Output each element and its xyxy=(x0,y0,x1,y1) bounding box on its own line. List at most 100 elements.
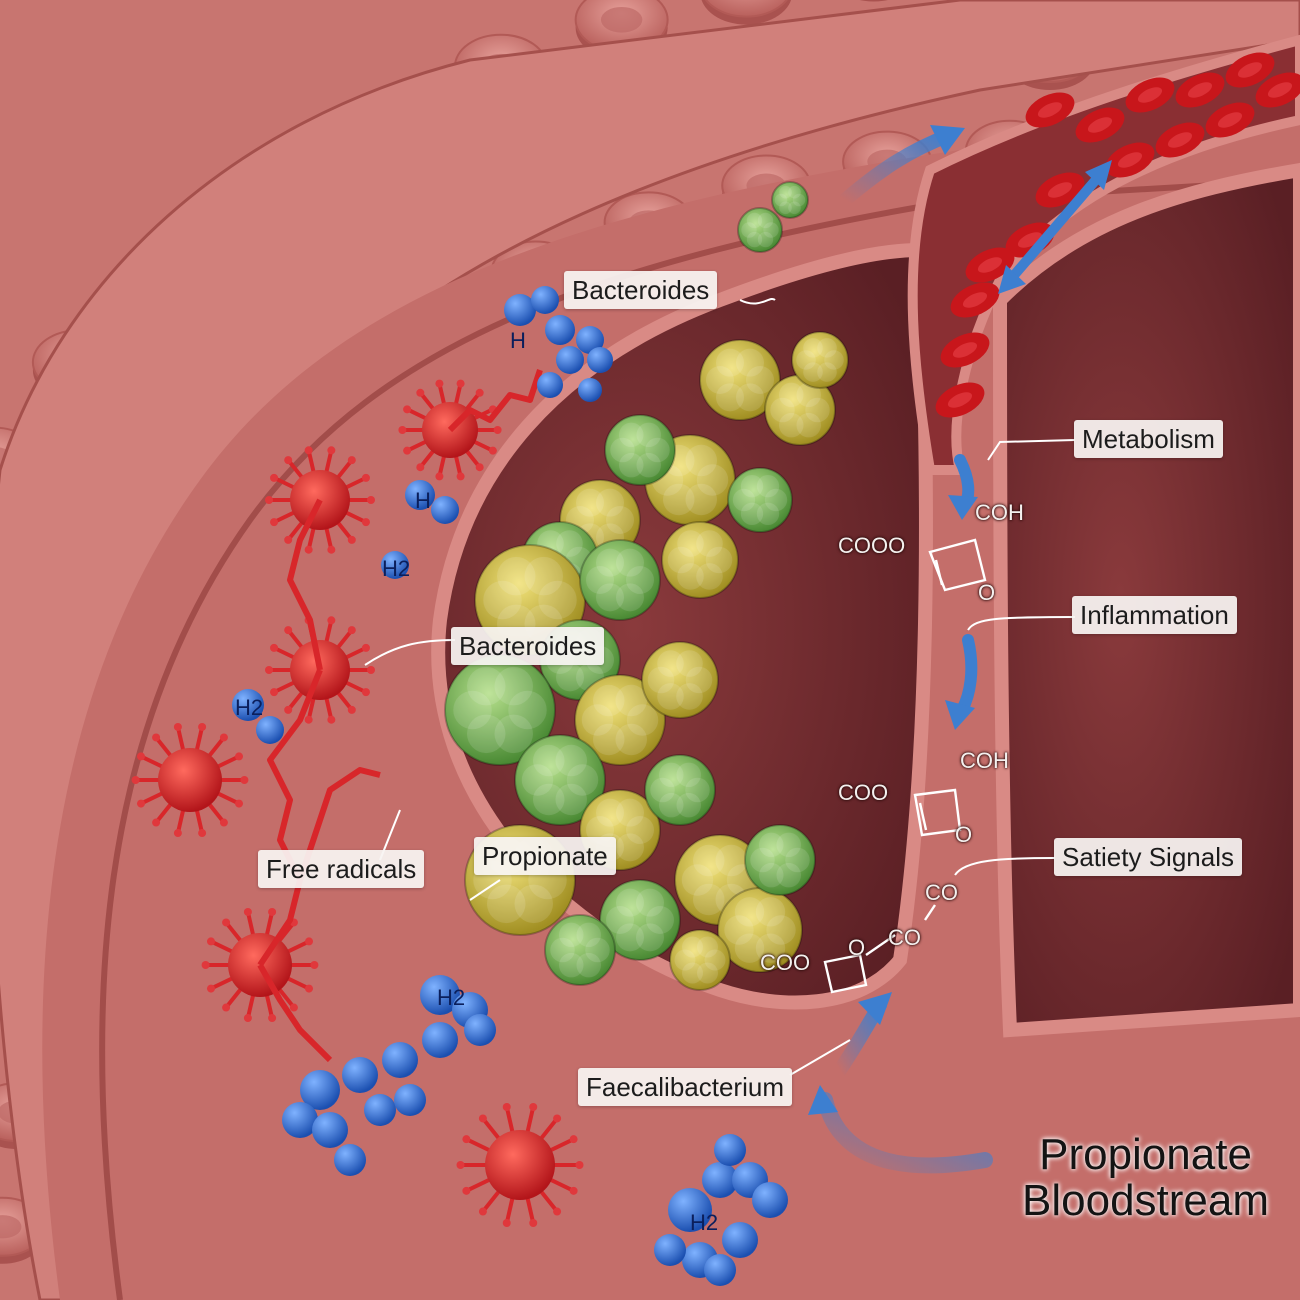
bacterium xyxy=(514,734,606,826)
hydrogen-atom xyxy=(312,1112,348,1148)
red-blood-cell xyxy=(935,382,985,418)
red-blood-cell xyxy=(940,332,990,368)
red-blood-cell xyxy=(1155,122,1205,158)
bacterium xyxy=(599,879,681,961)
red-blood-cell xyxy=(1205,102,1255,138)
ring-3 xyxy=(823,953,868,994)
chem-co-a: CO xyxy=(925,880,958,905)
bacterium xyxy=(771,181,809,219)
hydrogen-atom xyxy=(537,372,563,398)
hydrogen-atom xyxy=(704,1254,736,1286)
hydrogen-atom xyxy=(382,1042,418,1078)
red-blood-cell xyxy=(950,282,1000,318)
hydrogen-atom xyxy=(654,1234,686,1266)
title-line-1: Propionate xyxy=(1039,1130,1252,1179)
hydrogen-atom xyxy=(556,346,584,374)
label-faecalibacterium: Faecalibacterium xyxy=(578,1068,792,1106)
ring-1-double xyxy=(934,559,944,586)
chem-cooo-1: COOO xyxy=(838,533,906,558)
bacterium xyxy=(574,674,666,766)
chem-coo-3: COO xyxy=(760,950,811,975)
free-radicals xyxy=(131,369,584,1228)
hydrogen-atom xyxy=(256,716,284,744)
red-blood-cell xyxy=(1105,142,1155,178)
arrow-top-head xyxy=(930,125,965,155)
bacterium xyxy=(641,641,719,719)
leader-faecali xyxy=(789,1039,851,1076)
red-blood-cell xyxy=(1225,52,1275,88)
h2-tag-3: H2 xyxy=(382,556,411,581)
ring-2-double xyxy=(918,802,928,831)
leader-bacteroides-top xyxy=(739,297,776,305)
hydrogen-atom xyxy=(545,315,575,345)
hydrogen-atom xyxy=(364,1094,396,1126)
chem-coh-2: COH xyxy=(960,748,1009,773)
h2-tag-1: H xyxy=(510,328,526,353)
bacterium xyxy=(661,521,739,599)
bacterium xyxy=(699,339,781,421)
hydrogen-molecules xyxy=(232,286,788,1286)
bacterium xyxy=(604,414,676,486)
hydrogen-atom xyxy=(576,326,604,354)
arrow-vessel-head-b xyxy=(998,265,1026,294)
bacterium xyxy=(669,929,731,991)
bacterium xyxy=(791,331,849,389)
hydrogen-atom xyxy=(420,975,460,1015)
label-inflammation: Inflammation xyxy=(1072,596,1237,634)
arrow-inflam-head xyxy=(945,700,975,730)
arrow-vessel-head-a xyxy=(1085,160,1112,190)
hydrogen-atom xyxy=(668,1188,712,1232)
ring-2 xyxy=(913,788,962,837)
flow-arrows xyxy=(808,125,1112,1174)
label-metabolism: Metabolism xyxy=(1074,420,1223,458)
arrow-metab-head xyxy=(948,495,978,520)
radical-chain xyxy=(297,767,381,881)
red-blood-cell xyxy=(1075,107,1125,143)
bacterium xyxy=(717,887,803,973)
chem-co-b: CO xyxy=(888,925,921,950)
label-satiety-signals: Satiety Signals xyxy=(1054,838,1242,876)
arrow-curve-head xyxy=(808,1085,838,1115)
hydrogen-atom xyxy=(722,1222,758,1258)
radical-chain xyxy=(287,498,323,671)
bacterium xyxy=(544,914,616,986)
hydrogen-atom xyxy=(405,480,435,510)
red-blood-cell xyxy=(1035,172,1085,208)
free-radical xyxy=(131,722,249,838)
red-blood-cells xyxy=(935,52,1300,418)
bacterium xyxy=(737,207,783,253)
radical-chain xyxy=(257,668,323,967)
hydrogen-atom xyxy=(334,1144,366,1176)
epithelial-cell xyxy=(859,0,888,2)
radical-chain xyxy=(257,963,333,1063)
leader-propionate xyxy=(469,879,501,901)
hydrogen-atom xyxy=(531,286,559,314)
chem-o-1: O xyxy=(978,580,996,605)
label-bacteroides-top: Bacteroides xyxy=(564,271,718,309)
arrow-top xyxy=(838,128,957,207)
hydrogen-atom xyxy=(381,551,409,579)
bacterium xyxy=(579,539,661,621)
label-free-radicals: Free radicals xyxy=(258,850,425,888)
h2-tag-6: H2 xyxy=(690,1210,719,1235)
chem-o-2: O xyxy=(955,822,973,847)
h2-tag-4: H2 xyxy=(235,695,264,720)
free-radical xyxy=(456,1102,584,1228)
leader-satiety xyxy=(954,857,1056,876)
hydrogen-atom xyxy=(232,689,264,721)
hydrogen-atom xyxy=(282,1102,318,1138)
red-blood-cell xyxy=(1025,92,1075,128)
chem-bonds xyxy=(823,538,987,994)
diagram-title: Propionate Bloodstream xyxy=(1022,1132,1269,1224)
red-blood-cell xyxy=(1125,77,1175,113)
epithelial-cell xyxy=(701,0,792,25)
leader-bacteroides-mid xyxy=(364,639,456,666)
hydrogen-atom xyxy=(578,378,602,402)
hydrogen-atom xyxy=(464,1014,496,1046)
title-line-2: Bloodstream xyxy=(1022,1176,1270,1225)
label-propionate: Propionate xyxy=(474,837,616,875)
bacterium xyxy=(764,374,836,446)
bond-3a xyxy=(865,934,896,956)
